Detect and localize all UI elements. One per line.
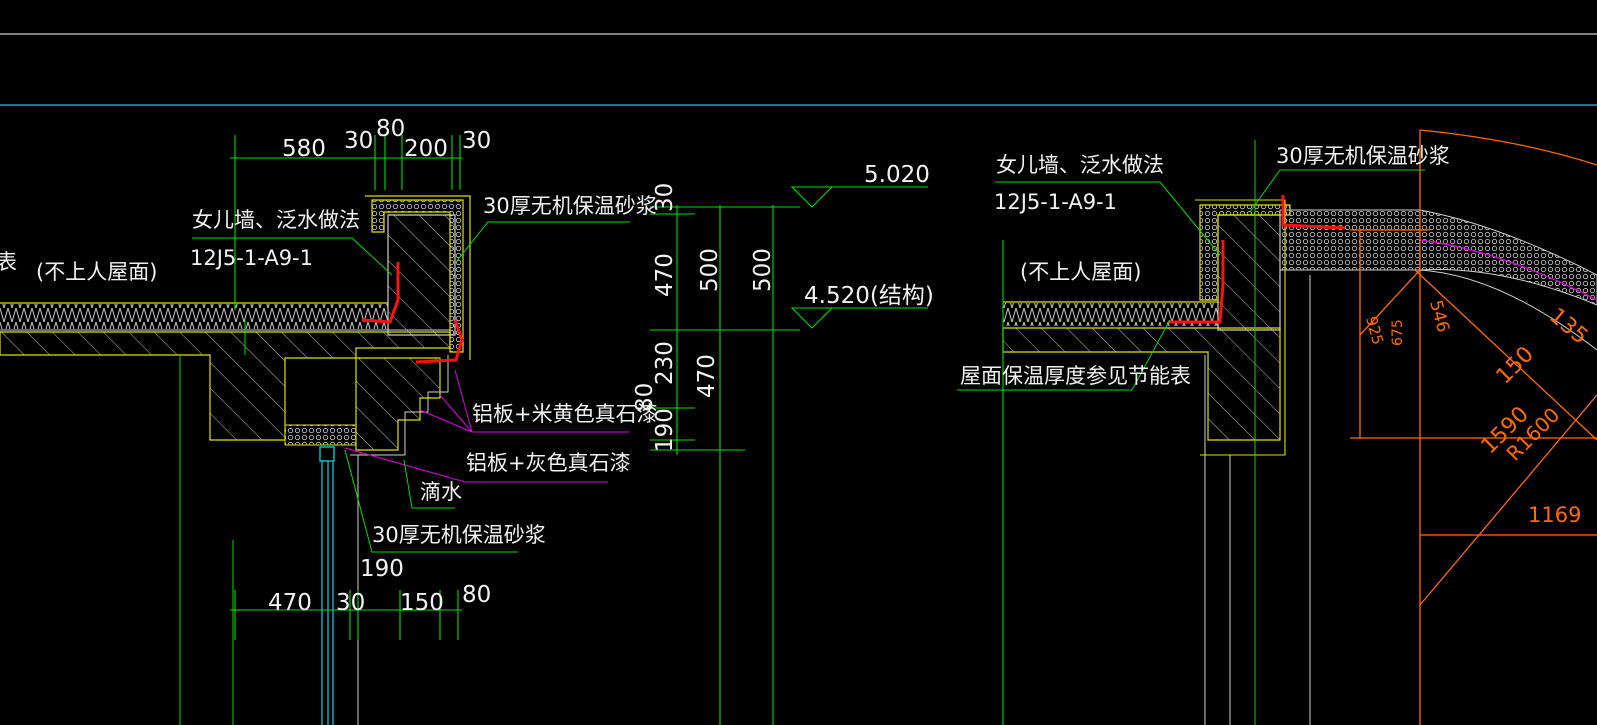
annotations-left: 580 30 80 200 30 女儿墙、泛水做法 12J5-1-A9-1 表 … <box>0 116 658 616</box>
elevation-structure: 4.520(结构) <box>804 283 934 309</box>
note-mortar-top: 30厚无机保温砂浆 <box>483 194 657 218</box>
leaders-right <box>957 169 1425 391</box>
note-mortar-bottom: 30厚无机保温砂浆 <box>372 523 546 547</box>
window-frame-left <box>319 446 335 462</box>
vdim-470-a: 470 <box>652 253 678 297</box>
elevation-top: 5.020 <box>864 162 930 188</box>
dim-200: 200 <box>404 136 448 162</box>
parapet-mortar-shell-left <box>371 199 464 353</box>
flashing-red-right <box>1168 240 1225 324</box>
note-left-cut: 表 <box>0 250 17 274</box>
note-mortar-right: 30厚无机保温砂浆 <box>1276 144 1450 168</box>
left-parapet-detail[interactable] <box>0 195 471 725</box>
dim-30-c: 30 <box>336 590 365 616</box>
orange-curve-detail <box>1350 129 1597 725</box>
orange-dim-675: 675 <box>1390 319 1406 346</box>
sloped-roof-band <box>1279 209 1597 306</box>
note-roof-no-access-right: (不上人屋面) <box>1020 260 1141 284</box>
dim-30-a: 30 <box>344 128 373 154</box>
vdim-80: 80 <box>632 383 658 412</box>
note-parapet-ref: 12J5-1-A9-1 <box>190 246 313 270</box>
parapet-wall-right <box>1217 214 1281 331</box>
vdim-500-a: 500 <box>697 248 723 292</box>
vdim-500-b: 500 <box>750 248 776 292</box>
orange-dim-925: 925 <box>1362 314 1387 346</box>
beam-drip-left <box>355 357 441 451</box>
dim-190: 190 <box>360 556 404 582</box>
dim-470: 470 <box>268 590 312 616</box>
note-roof-no-access: (不上人屋面) <box>36 260 157 284</box>
note-parapet: 女儿墙、泛水做法 <box>192 208 360 232</box>
note-parapet-right: 女儿墙、泛水做法 <box>996 153 1164 177</box>
vdim-30: 30 <box>652 183 678 212</box>
dim-30-b: 30 <box>462 128 491 154</box>
dim-150: 150 <box>400 590 444 616</box>
right-parapet-detail[interactable] <box>1002 140 1597 725</box>
annotations-middle: 5.020 4.520(结构) 30 470 500 500 230 470 8… <box>632 162 934 452</box>
vdim-190: 190 <box>652 408 678 452</box>
orange-dim-546: 546 <box>1425 298 1453 335</box>
dim-80-b: 80 <box>462 582 491 608</box>
dim-580: 580 <box>282 136 326 162</box>
note-aluminum-gray: 铝板+灰色真石漆 <box>466 451 631 475</box>
leaders-left <box>192 221 630 553</box>
note-drip: 滴水 <box>420 480 462 504</box>
roof-insulation-left <box>0 304 388 329</box>
note-aluminum-beige: 铝板+米黄色真石漆 <box>472 402 658 426</box>
flashing-red-left <box>361 262 400 324</box>
vertical-dimensions-middle <box>650 186 928 725</box>
top-dimension-chain-left <box>230 135 462 640</box>
note-parapet-ref-right: 12J5-1-A9-1 <box>994 190 1117 214</box>
orange-dim-135: 135 <box>1544 303 1592 349</box>
guide-lines <box>0 33 1597 106</box>
roof-insulation-right <box>1003 303 1218 326</box>
note-insulation-ref: 屋面保温厚度参见节能表 <box>960 364 1191 388</box>
annotations-orange: 925 675 546 135 150 1590 R1600 1169 <box>1362 298 1592 527</box>
orange-dim-1169: 1169 <box>1528 503 1581 527</box>
vdim-470-b: 470 <box>694 354 720 398</box>
dim-80-a: 80 <box>376 116 405 142</box>
annotations-right: 女儿墙、泛水做法 12J5-1-A9-1 (不上人屋面) 30厚无机保温砂浆 屋… <box>960 144 1450 388</box>
vdim-230: 230 <box>652 341 678 385</box>
